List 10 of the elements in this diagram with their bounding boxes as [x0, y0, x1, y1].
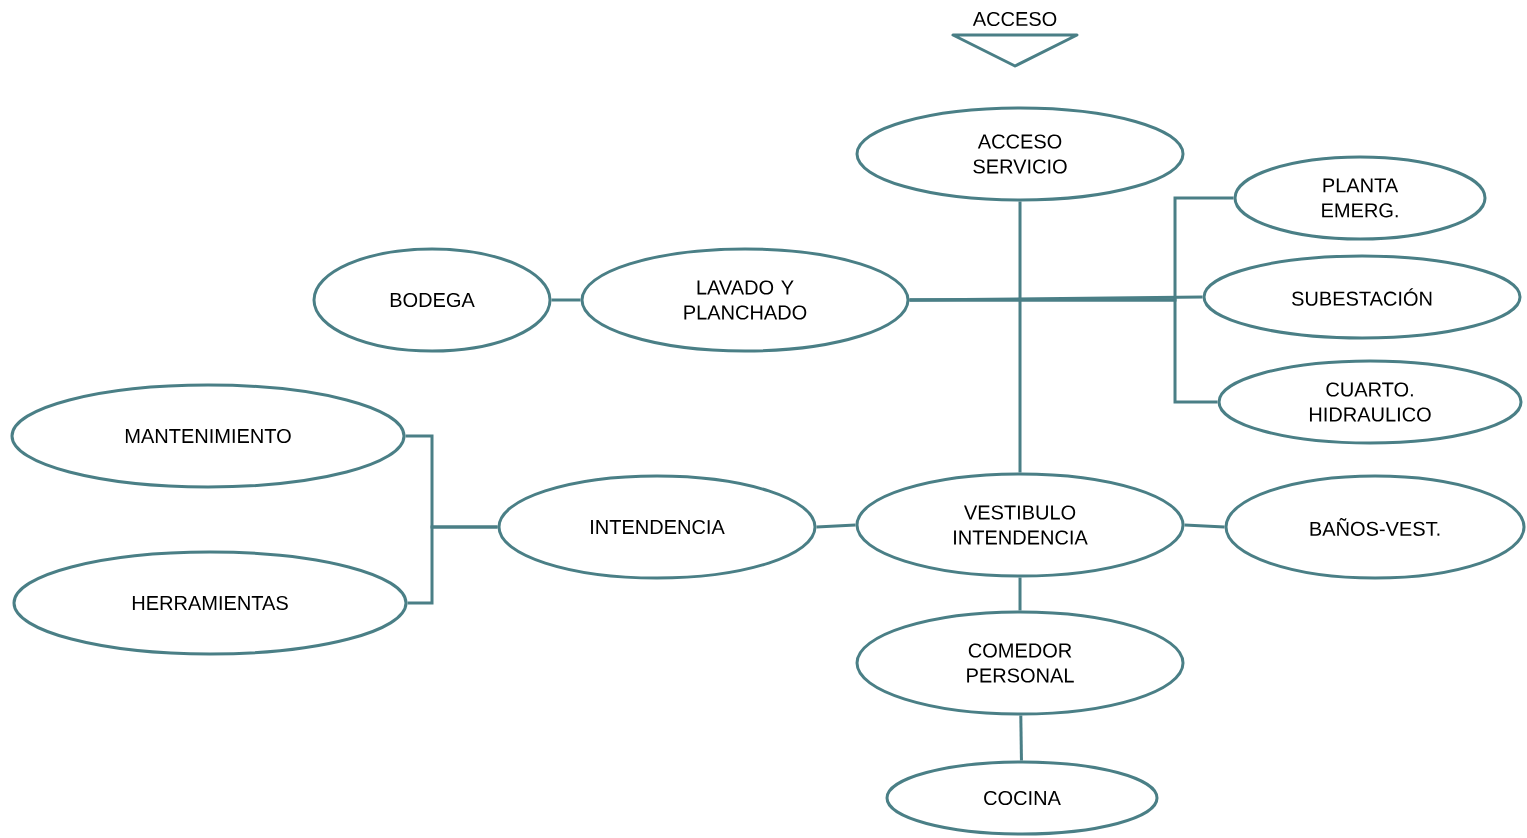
connector-line: [1184, 523, 1225, 529]
connector-line: [1018, 201, 1022, 473]
connector-line: [407, 525, 498, 605]
node-label: ACCESO: [972, 11, 1057, 27]
access-triangle: ACCESO: [951, 11, 1079, 68]
connector-line: [909, 298, 1218, 404]
connector-line: [551, 298, 581, 302]
connector-line: [1018, 577, 1022, 611]
connector-line: [816, 523, 856, 529]
connector-line: [1019, 715, 1023, 761]
